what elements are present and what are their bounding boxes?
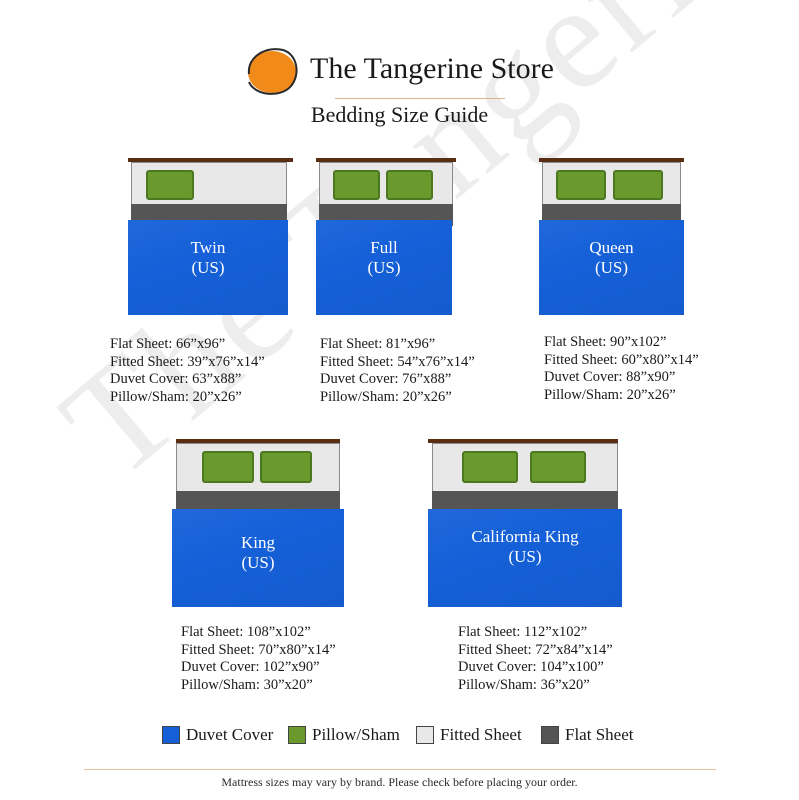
duvet-cover: Queen (US)	[539, 220, 684, 315]
header-divider	[335, 98, 505, 99]
bed-king: King (US)	[172, 439, 344, 609]
bed-region: (US)	[508, 547, 542, 566]
spec-flat-sheet: Flat Sheet: 108”x102”	[181, 624, 311, 640]
pillow	[260, 451, 312, 483]
spec-flat-sheet: Flat Sheet: 66”x96”	[110, 336, 226, 352]
headboard	[539, 158, 684, 162]
brand-name: The Tangerine Store	[310, 52, 554, 85]
bed-region: (US)	[191, 258, 225, 277]
bed-queen: Queen (US)	[539, 158, 684, 318]
spec-duvet-cover: Duvet Cover: 104”x100”	[458, 659, 604, 675]
pillow	[146, 170, 194, 200]
bed-name: Queen	[589, 238, 634, 257]
headboard	[316, 158, 456, 162]
legend-label: Flat Sheet	[565, 725, 634, 744]
bed-region: (US)	[594, 258, 629, 277]
specs-queen: Flat Sheet: 90”x102” Fitted Sheet: 60”x8…	[544, 334, 699, 404]
specs-full: Flat Sheet: 81”x96” Fitted Sheet: 54”x76…	[320, 336, 475, 406]
legend-item-duvet-cover: Duvet Cover	[162, 724, 273, 746]
legend: Duvet Cover Pillow/Sham Fitted Sheet Fla…	[0, 724, 799, 748]
headboard	[428, 439, 618, 443]
headboard	[176, 439, 340, 443]
flat-sheet	[432, 491, 618, 511]
legend-item-flat-sheet: Flat Sheet	[541, 724, 633, 746]
bed-name: Full	[370, 238, 398, 257]
spec-pillow-sham: Pillow/Sham: 20”x26”	[544, 386, 676, 403]
legend-label: Fitted Sheet	[440, 725, 522, 744]
headboard	[128, 158, 293, 162]
bed-california-king: California King (US)	[428, 439, 622, 609]
pillow	[202, 451, 254, 483]
specs-twin: Flat Sheet: 66”x96” Fitted Sheet: 39”x76…	[110, 336, 265, 406]
bed-full: Full (US)	[316, 158, 456, 318]
pillow	[613, 170, 663, 200]
specs-king: Flat Sheet: 108”x102” Fitted Sheet: 70”x…	[181, 624, 336, 694]
duvet-cover: Full (US)	[316, 220, 452, 315]
bed-name: Twin	[190, 238, 226, 257]
pillow	[333, 170, 380, 200]
fitted-sheet	[432, 443, 618, 497]
spec-fitted-sheet: Fitted Sheet: 54”x76”x14”	[320, 353, 475, 370]
duvet-cover: King (US)	[172, 509, 344, 607]
spec-pillow-sham: Pillow/Sham: 20”x26”	[320, 388, 452, 405]
spec-fitted-sheet: Fitted Sheet: 70”x80”x14”	[181, 641, 336, 658]
bed-region: (US)	[241, 553, 275, 572]
legend-label: Pillow/Sham	[312, 725, 400, 744]
flat-sheet	[176, 491, 340, 511]
spec-pillow-sham: Pillow/Sham: 20”x26”	[110, 388, 242, 405]
pillow	[386, 170, 433, 200]
spec-flat-sheet: Flat Sheet: 112”x102”	[458, 624, 588, 640]
spec-fitted-sheet: Fitted Sheet: 60”x80”x14”	[544, 351, 699, 368]
footer-divider	[84, 769, 716, 770]
legend-swatch	[288, 726, 306, 744]
spec-duvet-cover: Duvet Cover: 102”x90”	[181, 659, 320, 675]
header: The Tangerine Store Bedding Size Guide	[0, 40, 799, 130]
spec-pillow-sham: Pillow/Sham: 36”x20”	[458, 676, 590, 693]
spec-duvet-cover: Duvet Cover: 63”x88”	[110, 371, 242, 387]
legend-swatch	[162, 726, 180, 744]
bed-region: (US)	[367, 258, 401, 277]
spec-duvet-cover: Duvet Cover: 88”x90”	[544, 369, 676, 385]
bed-name: California King	[471, 527, 579, 546]
legend-swatch	[541, 726, 559, 744]
legend-item-fitted-sheet: Fitted Sheet	[416, 724, 522, 746]
pillow	[462, 451, 518, 483]
tangerine-logo-icon	[247, 48, 298, 95]
spec-flat-sheet: Flat Sheet: 81”x96”	[320, 336, 436, 352]
spec-fitted-sheet: Fitted Sheet: 39”x76”x14”	[110, 353, 265, 370]
legend-item-pillow-sham: Pillow/Sham	[288, 724, 400, 746]
spec-fitted-sheet: Fitted Sheet: 72”x84”x14”	[458, 641, 613, 658]
specs-california-king: Flat Sheet: 112”x102” Fitted Sheet: 72”x…	[458, 624, 613, 694]
bed-twin: Twin (US)	[128, 158, 293, 318]
fitted-sheet	[176, 443, 340, 497]
spec-duvet-cover: Duvet Cover: 76”x88”	[320, 371, 452, 387]
bed-name: King	[241, 533, 275, 552]
legend-swatch	[416, 726, 434, 744]
legend-label: Duvet Cover	[186, 725, 274, 744]
pillow	[556, 170, 606, 200]
footer-note: Mattress sizes may vary by brand. Please…	[221, 775, 578, 789]
page-subtitle: Bedding Size Guide	[310, 102, 489, 127]
duvet-cover: California King (US)	[428, 509, 622, 607]
duvet-cover: Twin (US)	[128, 220, 288, 315]
pillow	[530, 451, 586, 483]
spec-flat-sheet: Flat Sheet: 90”x102”	[544, 334, 667, 350]
spec-pillow-sham: Pillow/Sham: 30”x20”	[181, 676, 313, 693]
